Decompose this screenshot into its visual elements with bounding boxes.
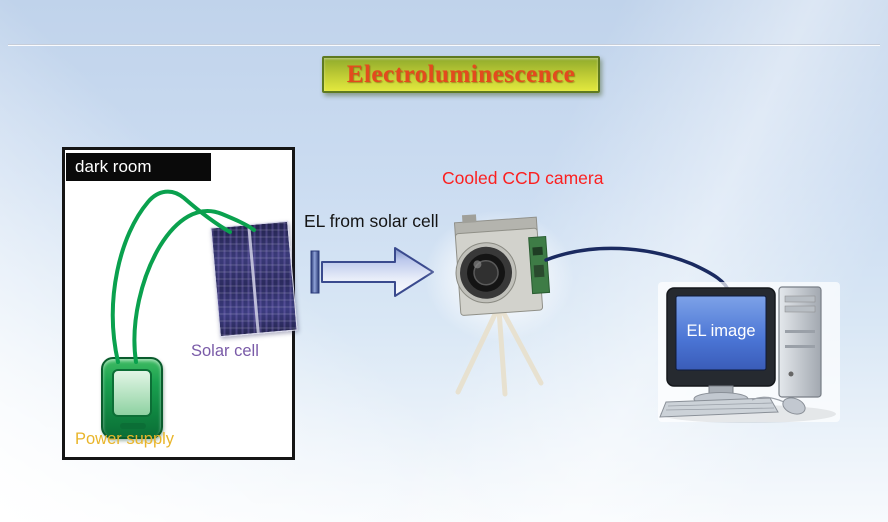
camera-lens-outer [460,246,513,299]
mouse-cable [751,396,785,403]
keyboard-keys [665,407,775,411]
camera-lens-ring [455,242,517,304]
el-arrow-bar [310,250,320,294]
camera-lens-mid [467,253,506,292]
power-supply-screen [112,369,152,417]
tripod-leg [496,307,508,397]
power-supply-slot [120,423,146,429]
power-supply-device [101,357,163,439]
tower-drive [784,295,816,303]
camera-circuit-chip [533,264,545,278]
tripod-leg [455,307,500,395]
el-arrow-shape [321,247,434,297]
computer-tower [778,286,822,398]
computer [658,282,840,423]
power-supply-label: Power supply [75,430,175,448]
el-arrow [310,247,434,297]
tower-drive [784,305,816,313]
computer-shadow [660,405,836,423]
camera-tripod [455,305,544,397]
tower-vent [785,345,815,348]
solar-cell-label: Solar cell [191,342,259,360]
camera-circuit-board [528,235,551,295]
el-image-label: EL image [686,322,756,340]
dark-room-box: dark room Solar cell Power supply [62,147,298,460]
tower-button [788,371,794,377]
camera-cable [544,246,731,294]
computer-backdrop [658,282,840,422]
slide-title: Electroluminescence [346,60,576,88]
solar-cell-image [210,220,298,338]
monitor-base [693,392,749,406]
cooled-ccd-camera-label: Cooled CCD camera [442,168,604,188]
camera-glow [424,210,574,342]
tripod-leg [498,305,544,386]
monitor-stand [708,385,734,396]
keyboard [659,397,779,418]
camera-circuit-chip [532,246,543,256]
mouse [782,397,806,415]
divider-line [8,44,880,45]
tower-vent [785,330,815,333]
dark-room-header: dark room [66,153,211,181]
camera-body [454,227,544,316]
dark-room-label: dark room [75,157,152,176]
camera-lens-glint [473,260,482,269]
keyboard-keys [667,402,773,407]
ccd-camera [453,214,551,316]
camera-top-knob [461,214,477,224]
camera-lens-inner [473,260,499,286]
el-from-solar-cell-label: EL from solar cell [304,211,439,231]
camera-top-bar [453,216,538,237]
title-box: Electroluminescence [322,56,600,93]
